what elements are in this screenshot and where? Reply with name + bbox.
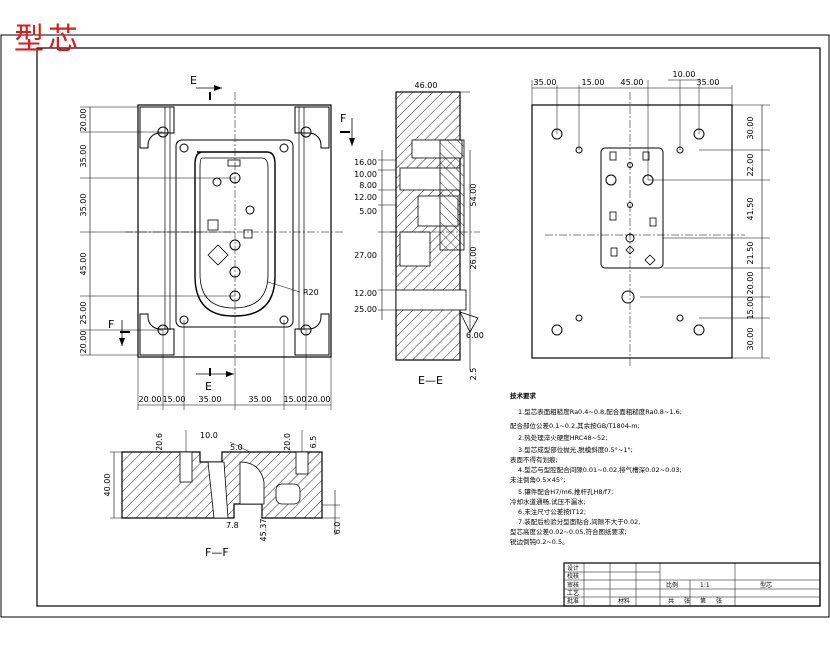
tb-scale-label: 比例 — [666, 581, 678, 589]
ee-dim-right-3: 6.00 — [466, 331, 484, 340]
ff-dim-bottom-2: 45.37 — [259, 519, 268, 542]
note-line-6: 4.型芯与型腔配合间隙0.01~0.02,排气槽深0.02~0.03; — [518, 465, 682, 474]
ff-dim-bottom-1: 7.8 — [226, 521, 239, 530]
cut-label-f-right: F — [340, 112, 346, 125]
plan-dim-left-6: 20.00 — [79, 331, 88, 354]
plan-view — [80, 85, 355, 410]
ff-dim-top-4: 20.0 — [283, 433, 292, 451]
ff-dim-left: 40.00 — [103, 474, 112, 497]
note-line-3: 2.热处理淬火硬度HRC48~52; — [518, 433, 608, 442]
plan-dim-bottom-4: 35.00 — [249, 395, 272, 404]
drawing-title: 型芯 — [14, 22, 82, 57]
ff-dim-top-2: 10.0 — [200, 431, 218, 440]
right-dim-right-4: 21.50 — [746, 242, 755, 265]
note-line-10: 6.未注尺寸公差按IT12; — [518, 507, 586, 516]
note-line-13: 锐边倒钝0.2~0.5。 — [510, 537, 569, 546]
note-line-7: 未注倒角0.5×45°; — [510, 475, 566, 484]
plan-dim-bottom-1: 20.00 — [139, 395, 162, 404]
tb-part-name: 型芯 — [760, 581, 772, 589]
technical-notes: 技术要求 1.型芯表面粗糙度Ra0.4~0.8,配合面粗糙度Ra0.8~1.6;… — [510, 391, 682, 546]
ee-dim-right-4: 2.5 — [469, 368, 478, 381]
tb-material: 材料 — [618, 597, 630, 605]
right-dim-right-5: 20.00 — [746, 272, 755, 295]
plan-dim-left-3: 35.00 — [79, 194, 88, 217]
ee-dim-left-6: 27.00 — [354, 251, 377, 260]
tb-row-approver: 批准 — [567, 597, 579, 605]
note-line-11: 7.装配后检验分型面贴合,间隙不大于0.02, — [518, 517, 640, 526]
ee-dim-left-2: 10.00 — [354, 170, 377, 179]
tb-row-designer: 设计 — [567, 564, 579, 572]
tb-bottom-2: 张 — [684, 597, 690, 605]
ff-dim-right: 6.0 — [333, 522, 342, 535]
plan-dim-bottom-6: 20.00 — [308, 395, 331, 404]
ff-dim-top-5: 6.5 — [309, 436, 318, 449]
right-view — [531, 79, 770, 368]
note-line-5: 表面不得有划痕; — [510, 455, 558, 464]
plan-dim-bottom-5: 15.00 — [284, 395, 307, 404]
note-line-1: 1.型芯表面粗糙度Ra0.4~0.8,配合面粗糙度Ra0.8~1.6; — [518, 407, 682, 416]
right-dim-top-3: 45.00 — [621, 78, 644, 87]
ee-dim-left-1: 16.00 — [354, 158, 377, 167]
note-line-9: 冷却水道通畅,试压不漏水; — [510, 497, 586, 506]
tb-bottom-4: 张 — [716, 597, 722, 605]
notes-heading: 技术要求 — [510, 391, 537, 400]
section-ee-label: E—E — [418, 374, 443, 387]
plan-radius-label: R20 — [303, 288, 319, 297]
ee-dim-left-7: 12.00 — [354, 289, 377, 298]
ee-dim-top: 46.00 — [415, 81, 438, 90]
right-dim-top-2: 15.00 — [582, 78, 605, 87]
ee-dim-left-4: 12.00 — [354, 193, 377, 202]
plan-dim-left-1: 20.00 — [79, 109, 88, 132]
plan-dim-bottom-3: 35.00 — [199, 395, 222, 404]
cut-label-f-left: F — [108, 318, 114, 331]
ff-dim-top-3: 5.0 — [230, 443, 243, 452]
tb-bottom-1: 共 — [668, 597, 674, 605]
plan-dim-left-5: 25.00 — [79, 302, 88, 325]
right-dim-top-1: 35.00 — [534, 78, 557, 87]
ee-dim-right-1: 54.00 — [469, 184, 478, 207]
right-dim-right-3: 41.50 — [746, 198, 755, 221]
right-dim-right-1: 30.00 — [746, 117, 755, 140]
tb-scale-value: 1:1 — [700, 582, 710, 589]
ee-dim-left-8: 25.00 — [354, 305, 377, 314]
note-line-8: 5.镶件配合H7/m6,推杆孔H8/f7; — [518, 487, 613, 496]
section-ff-view — [110, 430, 340, 535]
right-dim-right-2: 22.00 — [746, 154, 755, 177]
note-line-4: 3.型芯成型部位抛光,脱模斜度0.5°~1°; — [518, 445, 633, 454]
right-dim-top-4: 10.00 — [673, 70, 696, 79]
tb-bottom-3: 第 — [700, 597, 706, 605]
outer-border — [0, 34, 830, 618]
ee-dim-left-3: 8.00 — [359, 181, 377, 190]
ee-dim-right-2: 26.00 — [469, 247, 478, 270]
inner-frame — [36, 47, 821, 607]
tb-row-checker: 校核 — [567, 572, 579, 580]
title-block — [563, 562, 821, 607]
right-dim-right-7: 30.00 — [746, 328, 755, 351]
tb-row-reviewer: 审核 — [567, 581, 579, 589]
section-ff-label: F—F — [205, 546, 229, 559]
right-dim-top-5: 35.00 — [697, 78, 720, 87]
plan-dim-bottom-2: 15.00 — [163, 395, 186, 404]
cut-label-e-top: E — [190, 74, 197, 87]
tb-row-process: 工艺 — [567, 589, 579, 597]
plan-dim-left-2: 35.00 — [79, 145, 88, 168]
note-line-12: 型芯高度公差0.02~0.05,符合图纸要求; — [510, 527, 627, 536]
cut-label-e-bottom: E — [205, 380, 212, 393]
ee-dim-left-5: 5.00 — [359, 207, 377, 216]
section-ee-view — [378, 91, 480, 370]
note-line-2: 配合部位公差0.1~0.2,其余按GB/T1804-m; — [510, 421, 640, 430]
right-dim-right-6: 15.00 — [746, 297, 755, 320]
plan-dim-left-4: 45.00 — [79, 253, 88, 276]
ff-dim-top-1: 20.6 — [155, 433, 164, 451]
